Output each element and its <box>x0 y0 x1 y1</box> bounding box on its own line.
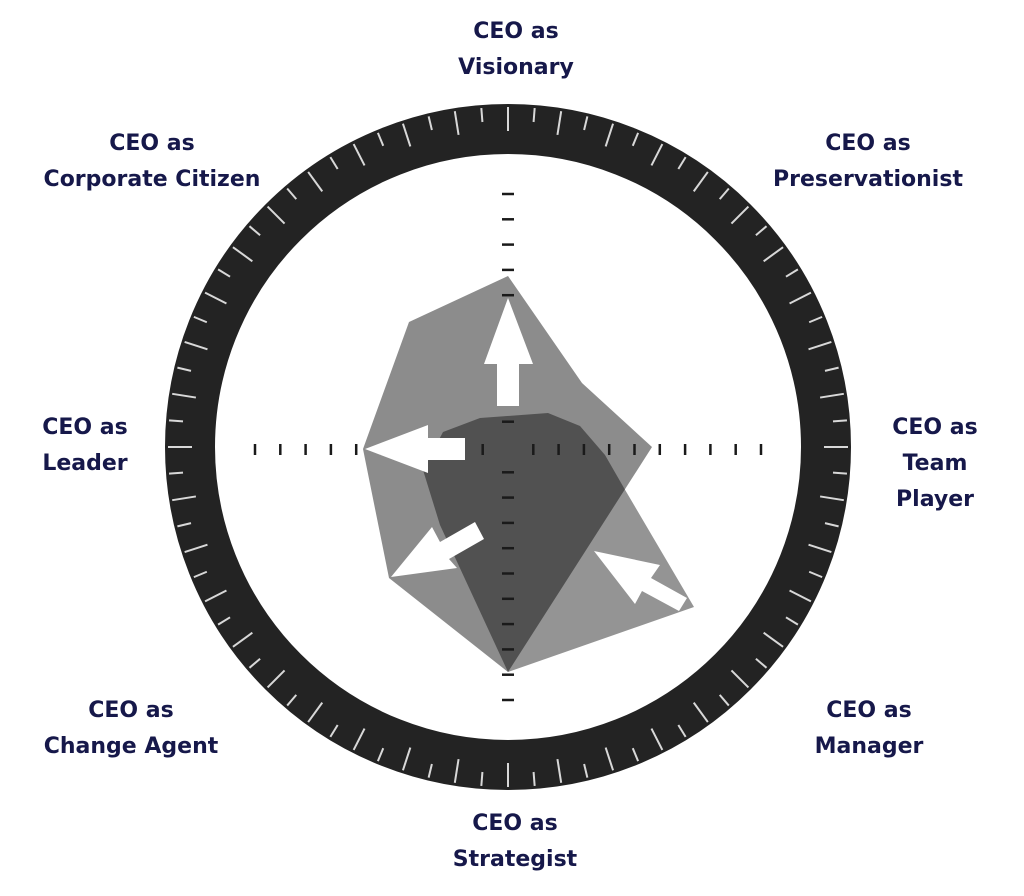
label-line: CEO as <box>472 811 558 836</box>
label-visionary: CEO as Visionary <box>458 14 574 86</box>
label-line: CEO as <box>892 415 978 440</box>
ring-ticks <box>168 107 848 787</box>
profile-b-polygon <box>423 413 694 672</box>
label-line: Strategist <box>452 847 578 872</box>
label-line: Manager <box>814 734 924 759</box>
label-preservationist: CEO as Preservationist <box>773 126 963 198</box>
arrow-up-icon <box>484 298 533 406</box>
label-line: Leader <box>42 451 128 476</box>
label-team-player: CEO as Team Player <box>892 410 977 518</box>
label-change-agent: CEO as Change Agent <box>44 693 219 765</box>
label-line: CEO as <box>826 698 912 723</box>
label-line: CEO as <box>88 698 174 723</box>
label-line: CEO as <box>109 131 195 156</box>
label-line: Team <box>902 451 968 476</box>
label-line: CEO as <box>473 19 559 44</box>
label-line: Visionary <box>458 55 574 80</box>
label-line: CEO as <box>42 415 128 440</box>
arrow-up-left-icon <box>594 551 687 611</box>
label-strategist: CEO as Strategist <box>453 806 577 878</box>
label-line: Preservationist <box>773 167 963 192</box>
label-corporate-citizen: CEO as Corporate Citizen <box>44 126 261 198</box>
label-line: Player <box>896 487 974 512</box>
label-line: Corporate Citizen <box>43 167 261 192</box>
outer-ring <box>165 104 851 790</box>
arrow-down-left-icon <box>391 522 484 577</box>
profile-a-polygon <box>363 276 652 672</box>
radar-polygons <box>363 276 694 672</box>
label-line: CEO as <box>825 131 911 156</box>
label-manager: CEO as Manager <box>815 693 924 765</box>
label-line: Change Agent <box>43 734 219 759</box>
label-leader: CEO as Leader <box>42 410 127 482</box>
arrows <box>365 298 687 611</box>
arrow-left-icon <box>365 425 465 473</box>
